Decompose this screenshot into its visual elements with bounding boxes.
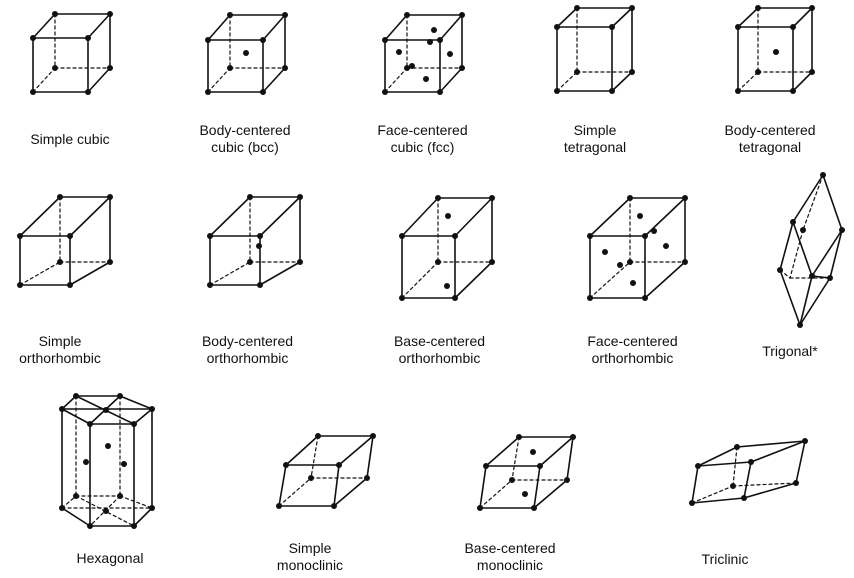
label-hexagonal: Hexagonal: [76, 550, 144, 566]
label-trigonal: Trigonal*: [762, 343, 818, 359]
label-triclinic: Triclinic: [701, 551, 749, 567]
label-simple-cubic: Simple cubic: [30, 131, 110, 147]
